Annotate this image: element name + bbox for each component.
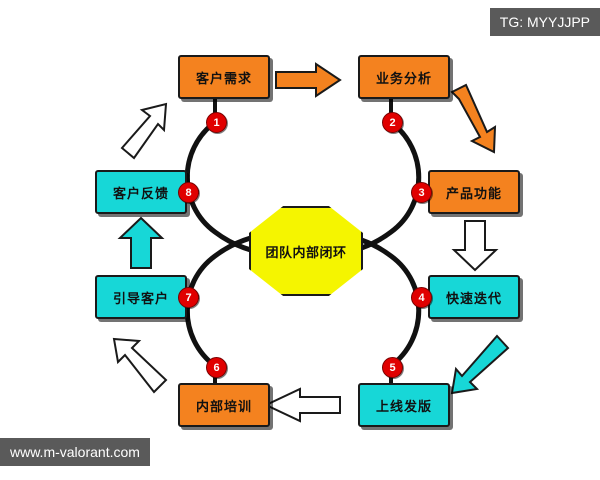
node-guide-customer[interactable]: 引导客户 <box>95 275 187 319</box>
node-guide-customer-label: 引导客户 <box>112 290 169 306</box>
node-internal-training[interactable]: 内部培训 <box>178 383 270 427</box>
node-customer-feedback-label: 客户反馈 <box>112 185 169 201</box>
step-badge-5: 5 <box>382 357 403 378</box>
step-badge-4-label: 4 <box>418 291 425 304</box>
arrow-iteration-to-release <box>450 334 510 395</box>
arrow-guide-to-feedback <box>117 216 165 269</box>
node-product-feature-label: 产品功能 <box>445 185 502 201</box>
arrow-needs-to-analysis <box>275 62 342 98</box>
step-badge-2: 2 <box>382 112 403 133</box>
step-badge-5-label: 5 <box>389 361 396 374</box>
watermark-top-right-text: TG: MYYJJPP <box>499 14 590 30</box>
step-badge-6: 6 <box>206 357 227 378</box>
node-customer-feedback[interactable]: 客户反馈 <box>95 170 187 214</box>
step-badge-3-label: 3 <box>418 186 425 199</box>
step-badge-7-label: 7 <box>185 291 192 304</box>
center-node-team-loop: 团队内部闭环 <box>249 206 363 296</box>
step-badge-2-label: 2 <box>389 116 396 129</box>
step-badge-1: 1 <box>206 112 227 133</box>
step-badge-3: 3 <box>411 182 432 203</box>
center-node-label: 团队内部闭环 <box>265 244 347 260</box>
arrow-feedback-to-needs <box>120 102 168 160</box>
node-release[interactable]: 上线发版 <box>358 383 450 427</box>
step-badge-1-label: 1 <box>213 116 220 129</box>
step-badge-7: 7 <box>178 287 199 308</box>
node-business-analysis[interactable]: 业务分析 <box>358 55 450 99</box>
step-badge-4: 4 <box>411 287 432 308</box>
node-fast-iteration-label: 快速迭代 <box>445 290 502 306</box>
node-release-label: 上线发版 <box>375 398 432 414</box>
watermark-bottom-left-text: www.m-valorant.com <box>10 444 140 460</box>
arrow-release-to-training <box>263 387 341 423</box>
watermark-top-right: TG: MYYJJPP <box>489 8 600 36</box>
arrow-training-to-guide <box>112 337 168 394</box>
node-business-analysis-label: 业务分析 <box>375 70 432 86</box>
arrow-feature-to-iteration <box>451 220 499 272</box>
step-badge-8-label: 8 <box>185 186 192 199</box>
arrow-analysis-to-feature <box>450 83 497 154</box>
watermark-bottom-left: www.m-valorant.com <box>0 438 150 466</box>
step-badge-8: 8 <box>178 182 199 203</box>
node-customer-needs-label: 客户需求 <box>195 70 252 86</box>
node-customer-needs[interactable]: 客户需求 <box>178 55 270 99</box>
node-internal-training-label: 内部培训 <box>195 398 252 414</box>
node-product-feature[interactable]: 产品功能 <box>428 170 520 214</box>
step-badge-6-label: 6 <box>213 361 220 374</box>
node-fast-iteration[interactable]: 快速迭代 <box>428 275 520 319</box>
